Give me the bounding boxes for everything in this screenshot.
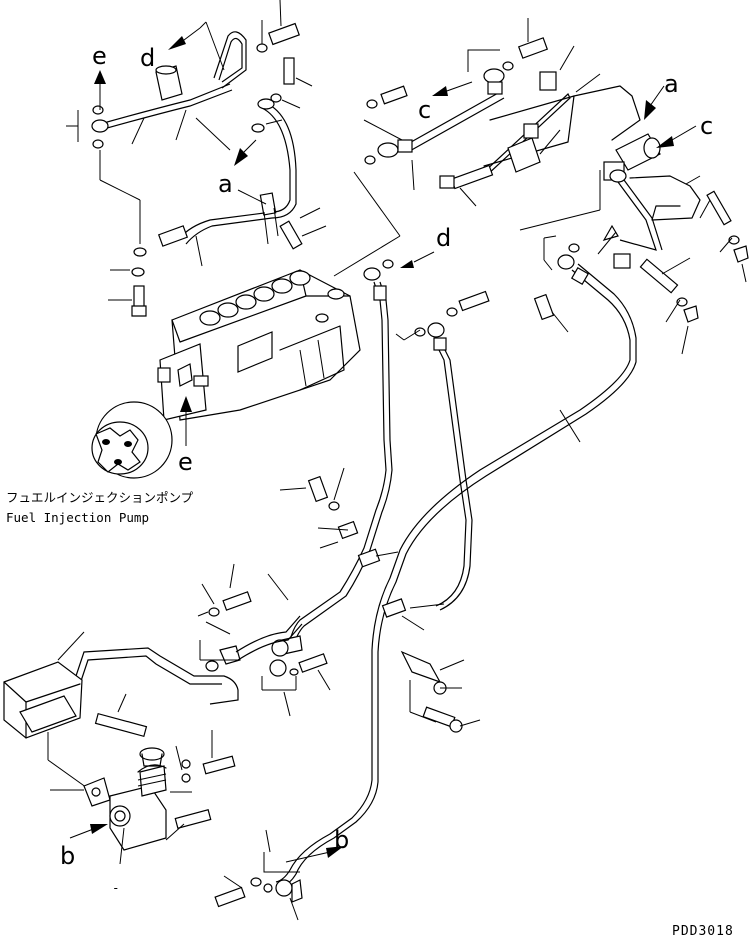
fuel-injection-pump — [91, 269, 361, 479]
arrow-c-top — [432, 81, 473, 96]
callout-a-upper: a — [218, 170, 233, 198]
tiny-mark: - — [112, 880, 120, 895]
callout-e-pump: e — [178, 448, 193, 476]
callout-d-middle: d — [436, 224, 451, 252]
top-left-return-line: d e — [66, 0, 327, 317]
top-right-valve: a c — [519, 70, 749, 355]
callout-d-upper: d — [140, 44, 155, 72]
sleeve — [155, 65, 183, 101]
callout-e-upper: e — [92, 42, 107, 70]
clamps — [317, 520, 445, 631]
callout-b-bottom: b — [334, 826, 349, 854]
caption-japanese: フュエルインジェクションポンプ — [6, 490, 194, 505]
callout-c-right: c — [700, 112, 713, 140]
bottom-hose: b — [214, 826, 349, 921]
callout-b-left: b — [60, 842, 75, 870]
caption-english: Fuel Injection Pump — [6, 510, 149, 525]
callout-a-right: a — [664, 70, 679, 98]
arrow-d-upper — [168, 21, 225, 71]
drive-pulley — [91, 401, 173, 479]
drawing-code: PDD3018 — [672, 924, 734, 939]
left-banjo — [66, 70, 109, 149]
callout-c-top: c — [418, 96, 431, 124]
middle-fuel-lines: d — [261, 224, 637, 889]
top-center-hose: c — [333, 18, 601, 277]
pump-elements — [199, 270, 311, 326]
lower-left-filter: b - — [3, 563, 303, 895]
priming-pump — [109, 747, 167, 851]
banjo-bolt — [256, 0, 300, 53]
